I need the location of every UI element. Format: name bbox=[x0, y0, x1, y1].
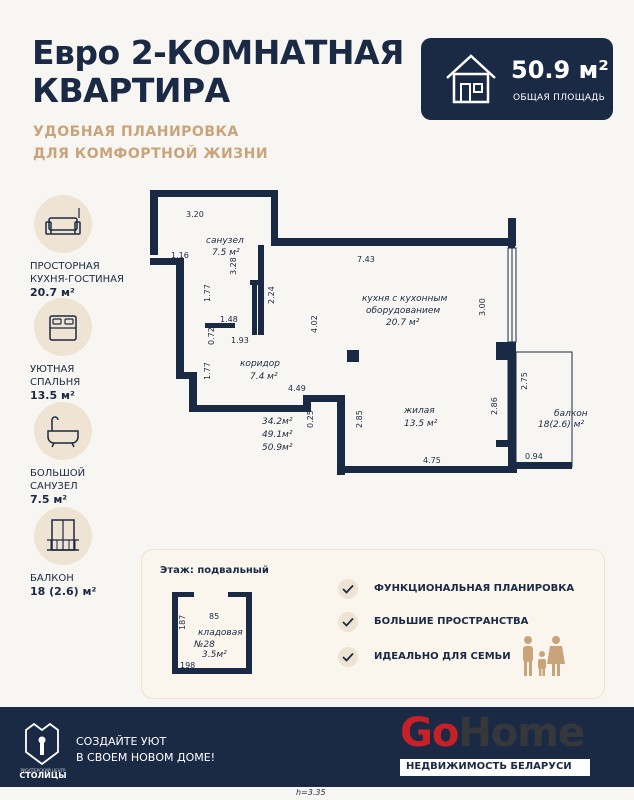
dim-label: 2.75 bbox=[520, 372, 529, 390]
balcony-door-icon bbox=[34, 507, 92, 565]
page-subtitle: УДОБНАЯ ПЛАНИРОВКА ДЛЯ КОМФОРТНОЙ ЖИЗНИ bbox=[33, 121, 268, 165]
storage-dim-198: 198 bbox=[180, 661, 196, 670]
ceiling-height: h=3.35 bbox=[296, 788, 326, 797]
total-area-no-balcony: 49.1м² bbox=[262, 430, 293, 440]
balcony-area: 18(2.6) м² bbox=[538, 420, 585, 430]
balcony-name: балкон bbox=[554, 409, 588, 419]
bathtub-icon bbox=[34, 402, 92, 460]
dim-label: 0.94 bbox=[525, 452, 543, 461]
dim-label: 1.93 bbox=[231, 336, 249, 345]
feature-bedroom-area: 13.5 м² bbox=[30, 389, 75, 402]
feature-bedroom-line2: СПАЛЬНЯ bbox=[30, 377, 81, 388]
feature-kitchen-area: 20.7 м² bbox=[30, 286, 75, 299]
feature-bathroom-line2: САНУЗЕЛ bbox=[30, 481, 78, 492]
dim-label: 4.49 bbox=[288, 384, 306, 393]
total-area-badge: 50.9 м² ОБЩАЯ ПЛОЩАДЬ bbox=[421, 38, 613, 120]
storage-dim-85: 85 bbox=[209, 612, 220, 621]
feature-bathroom-area: 7.5 м² bbox=[30, 493, 68, 506]
living-name: жилая bbox=[404, 406, 435, 416]
corridor-area: 7.4 м² bbox=[250, 372, 278, 382]
dim-label: 2.24 bbox=[267, 286, 276, 304]
page-title: Евро 2-КОМНАТНАЯ КВАРТИРА bbox=[32, 34, 404, 110]
logo-name: СТОЛИЦЫ bbox=[19, 771, 67, 780]
feature-bedroom: УЮТНАЯ СПАЛЬНЯ 13.5 м² bbox=[30, 298, 140, 402]
living-area: 13.5 м² bbox=[404, 419, 438, 429]
benefit-text: ФУНКЦИОНАЛЬНАЯ ПЛАНИРОВКА bbox=[374, 583, 575, 594]
dim-label: 1.77 bbox=[203, 362, 212, 380]
dim-label: 1.48 bbox=[220, 315, 238, 324]
dim-label: 2.86 bbox=[490, 397, 499, 415]
dim-label: 7.43 bbox=[357, 255, 375, 264]
kitchen-name-1: кухня с кухонным bbox=[362, 294, 448, 304]
storage-name: кладовая bbox=[198, 628, 243, 638]
kitchen-name-2: оборудованием bbox=[366, 306, 441, 316]
feature-balcony-area: 18 (2.6) м² bbox=[30, 585, 97, 598]
dim-label: 3.00 bbox=[478, 298, 487, 316]
feature-bathroom: БОЛЬШОЙ САНУЗЕЛ 7.5 м² bbox=[30, 402, 140, 506]
feature-kitchen-line2: КУХНЯ-ГОСТИНАЯ bbox=[30, 274, 124, 285]
benefit-text: БОЛЬШИЕ ПРОСТРАНСТВА bbox=[374, 616, 529, 627]
info-panel: Этаж: подвальный 85 187 198 кладовая №28… bbox=[141, 549, 605, 699]
bathroom-area: 7.5 м² bbox=[212, 248, 240, 258]
watermark-home: Home bbox=[458, 710, 585, 756]
storage-number: №28 bbox=[194, 640, 215, 650]
check-icon bbox=[338, 647, 358, 667]
dim-label: 3.20 bbox=[186, 210, 204, 219]
subtitle-line-2: ДЛЯ КОМФОРТНОЙ ЖИЗНИ bbox=[33, 146, 269, 162]
dim-label: 3.28 bbox=[229, 257, 238, 275]
gohome-watermark: GoHome НЕДВИЖИМОСТЬ БЕЛАРУСИ bbox=[400, 710, 596, 780]
storage-dim-187: 187 bbox=[178, 614, 187, 630]
dim-label: 2.85 bbox=[355, 410, 364, 428]
total-area-label: ОБЩАЯ ПЛОЩАДЬ bbox=[513, 93, 606, 103]
sofa-icon bbox=[34, 195, 92, 253]
benefit-text: ИДЕАЛЬНО ДЛЯ СЕМЬИ bbox=[374, 651, 511, 662]
total-area-full: 50.9м² bbox=[262, 443, 293, 453]
bathroom-name: санузел bbox=[206, 236, 244, 246]
watermark-go: Go bbox=[400, 710, 459, 756]
dim-label: 1.77 bbox=[203, 284, 212, 302]
basement-floor-label: Этаж: подвальный bbox=[160, 565, 269, 576]
feature-balcony: БАЛКОН 18 (2.6) м² bbox=[30, 507, 140, 598]
feature-balcony-line1: БАЛКОН bbox=[30, 573, 74, 584]
feature-kitchen: ПРОСТОРНАЯ КУХНЯ-ГОСТИНАЯ 20.7 м² bbox=[30, 195, 140, 299]
dim-label: 0.25 bbox=[306, 410, 315, 428]
dim-label: 0.72 bbox=[207, 327, 216, 345]
floor-plan bbox=[150, 190, 573, 475]
title-line-2: КВАРТИРА bbox=[32, 71, 230, 110]
slogan-line-1: СОЗДАЙТЕ УЮТ bbox=[76, 735, 167, 748]
feature-bedroom-line1: УЮТНАЯ bbox=[30, 364, 75, 375]
corridor-name: коридор bbox=[240, 359, 280, 369]
title-line-1: Евро 2-КОМНАТНАЯ bbox=[32, 33, 404, 72]
feature-bathroom-line1: БОЛЬШОЙ bbox=[30, 468, 86, 479]
family-icon bbox=[523, 636, 565, 676]
subtitle-line-1: УДОБНАЯ ПЛАНИРОВКА bbox=[33, 124, 239, 140]
feature-kitchen-line1: ПРОСТОРНАЯ bbox=[30, 261, 100, 272]
check-icon bbox=[338, 579, 358, 599]
watermark-subtitle: НЕДВИЖИМОСТЬ БЕЛАРУСИ bbox=[406, 761, 572, 772]
house-icon bbox=[443, 52, 499, 110]
bed-icon bbox=[34, 298, 92, 356]
footer-slogan: СОЗДАЙТЕ УЮТ В СВОЕМ НОВОМ ДОМЕ! bbox=[76, 734, 215, 766]
storage-area: 3.5м² bbox=[202, 650, 227, 660]
total-area-value: 50.9 м² bbox=[511, 56, 609, 84]
dim-label: 4.02 bbox=[310, 315, 319, 333]
total-living-area: 34.2м² bbox=[262, 417, 293, 427]
check-icon bbox=[338, 612, 358, 632]
storage-plan bbox=[172, 592, 252, 674]
company-logo bbox=[22, 722, 62, 770]
kitchen-area: 20.7 м² bbox=[386, 318, 420, 328]
dim-label: 4.75 bbox=[423, 456, 441, 465]
logo-caption: РИЭЛТЕРСКИЙ ЦЕНТР bbox=[20, 768, 66, 773]
slogan-line-2: В СВОЕМ НОВОМ ДОМЕ! bbox=[76, 751, 216, 764]
dim-label: 1.16 bbox=[171, 251, 189, 260]
footer-banner: РИЭЛТЕРСКИЙ ЦЕНТР СТОЛИЦЫ СОЗДАЙТЕ УЮТ В… bbox=[0, 707, 634, 787]
